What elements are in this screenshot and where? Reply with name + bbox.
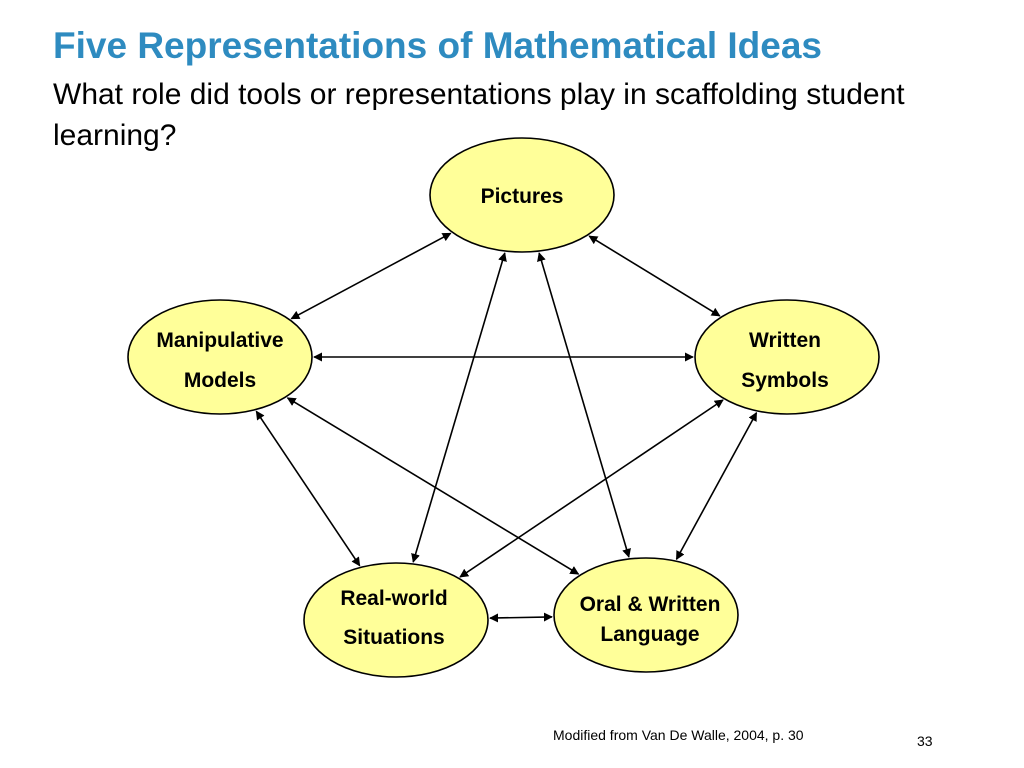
node-manipulative-models-shape [127, 299, 313, 415]
slide-subtitle: What role did tools or representations p… [53, 78, 905, 152]
connector-manipulative-models-to-real-world-situations [255, 410, 361, 567]
connector-pictures-to-manipulative-models [290, 232, 452, 320]
node-pictures-shape [429, 137, 615, 253]
connector-real-world-situations-to-oral-written-language [489, 612, 553, 623]
node-pictures-label-line-1: Pictures [481, 185, 564, 208]
source-citation: Modified from Van De Walle, 2004, p. 30 [553, 727, 804, 743]
node-manipulative-models-label-line-1: Manipulative [156, 329, 283, 352]
node-pictures: Pictures [429, 137, 615, 253]
node-real-world-situations-label-line-1: Real-world [340, 587, 447, 610]
node-oral-written-language-label-line-2: Language [600, 623, 699, 646]
slide-title: Five Representations of Mathematical Ide… [53, 25, 823, 66]
node-oral-written-language-label-line-1: Oral & Written [580, 593, 721, 616]
node-written-symbols-label-line-2: Symbols [741, 369, 829, 392]
node-written-symbols-label-line-1: Written [749, 329, 821, 352]
page-number: 33 [917, 733, 933, 749]
node-oral-written-language-shape [553, 557, 739, 673]
connector-manipulative-models-to-oral-written-language [286, 397, 580, 575]
node-manipulative-models-label-line-2: Models [184, 369, 256, 392]
connector-pictures-to-written-symbols [588, 235, 721, 317]
node-real-world-situations-shape [303, 562, 489, 678]
connector-layer [255, 232, 758, 623]
node-written-symbols-shape [694, 299, 880, 415]
connector-pictures-to-real-world-situations [411, 252, 507, 563]
node-real-world-situations-label-line-2: Situations [343, 626, 445, 649]
connector-written-symbols-to-real-world-situations [459, 399, 724, 578]
connector-written-symbols-to-oral-written-language [675, 411, 758, 561]
connector-pictures-to-oral-written-language [537, 252, 631, 558]
